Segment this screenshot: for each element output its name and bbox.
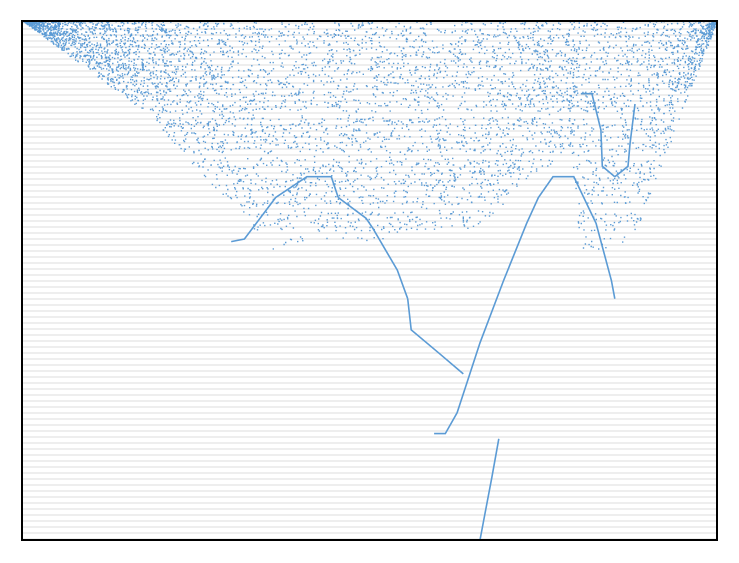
gridlines — [22, 22, 717, 540]
bifurcation-branches — [231, 92, 636, 541]
branch-curve-4 — [406, 298, 464, 375]
branch-curve-3 — [337, 196, 409, 299]
branch-curve-5 — [580, 92, 616, 178]
branch-curve-2 — [231, 175, 339, 243]
branch-curve-1 — [434, 175, 616, 435]
plot-frame-border — [21, 20, 718, 541]
scatter-points — [22, 20, 719, 250]
branch-curve-6 — [614, 103, 636, 178]
branch-curve-0 — [479, 438, 500, 541]
point-cloud — [22, 20, 719, 250]
